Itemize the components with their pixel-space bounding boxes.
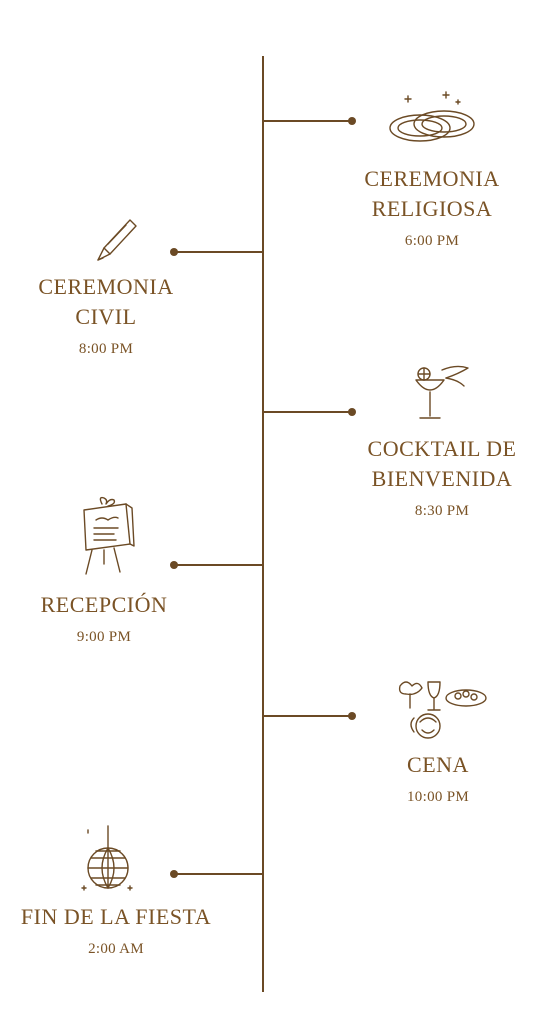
event-cocktail-de-bienvenida: COCKTAIL DE BIENVENIDA 8:30 PM bbox=[342, 434, 542, 522]
cocktail-glass-icon bbox=[406, 360, 476, 431]
timeline-connector bbox=[264, 411, 352, 413]
event-time: 2:00 AM bbox=[88, 941, 144, 957]
dinner-food-icon bbox=[392, 674, 488, 749]
event-time: 8:00 PM bbox=[78, 341, 134, 357]
event-title: COCKTAIL DE BIENVENIDA bbox=[367, 436, 517, 491]
disco-ball-icon bbox=[80, 824, 136, 901]
timeline-dot bbox=[170, 561, 178, 569]
timeline-dot bbox=[348, 117, 356, 125]
timeline-axis bbox=[262, 56, 264, 992]
event-time: 6:00 PM bbox=[404, 233, 460, 249]
wedding-rings-icon bbox=[386, 88, 482, 155]
event-title: FIN DE LA FIESTA bbox=[20, 904, 212, 929]
event-time: 8:30 PM bbox=[414, 503, 470, 519]
event-time: 10:00 PM bbox=[407, 789, 469, 805]
event-ceremonia-civil: CEREMONIA CIVIL 8:00 PM bbox=[6, 272, 206, 360]
timeline-connector bbox=[174, 251, 262, 253]
timeline-dot bbox=[170, 248, 178, 256]
timeline-dot bbox=[170, 870, 178, 878]
menu-easel-icon bbox=[74, 494, 138, 585]
event-fin-de-la-fiesta: FIN DE LA FIESTA 2:00 AM bbox=[2, 902, 230, 960]
timeline-dot bbox=[348, 712, 356, 720]
timeline-connector bbox=[264, 715, 352, 717]
event-recepcion: RECEPCIÓN 9:00 PM bbox=[4, 590, 204, 648]
event-title: RECEPCIÓN bbox=[40, 592, 168, 617]
event-time: 9:00 PM bbox=[76, 629, 132, 645]
event-ceremonia-religiosa: CEREMONIA RELIGIOSA 6:00 PM bbox=[332, 164, 532, 252]
fountain-pen-icon bbox=[90, 214, 142, 271]
timeline-dot bbox=[348, 408, 356, 416]
timeline-connector bbox=[264, 120, 352, 122]
event-title: CEREMONIA CIVIL bbox=[38, 274, 174, 329]
event-title: CENA bbox=[407, 752, 469, 777]
timeline-connector bbox=[174, 873, 262, 875]
timeline-connector bbox=[174, 564, 262, 566]
event-title: CEREMONIA RELIGIOSA bbox=[364, 166, 500, 221]
event-cena: CENA 10:00 PM bbox=[338, 750, 538, 808]
